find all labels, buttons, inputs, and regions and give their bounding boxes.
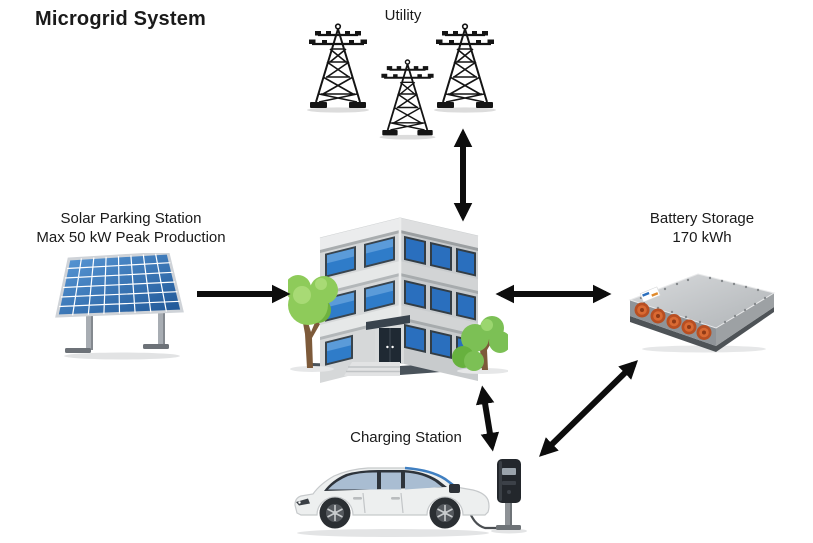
arrow-battery-charging bbox=[539, 360, 638, 457]
battery-connectors bbox=[634, 302, 712, 340]
front-wheel bbox=[319, 497, 351, 529]
tree-left bbox=[288, 275, 338, 372]
transmission-towers-icon bbox=[305, 23, 498, 141]
tower-right bbox=[432, 23, 498, 114]
battery-label-line2: 170 kWh bbox=[672, 229, 732, 246]
tower-middle bbox=[378, 58, 437, 141]
tree-right bbox=[452, 316, 508, 374]
electric-car bbox=[294, 466, 490, 529]
battery-unit-icon bbox=[628, 273, 776, 353]
battery-sticker bbox=[639, 286, 661, 303]
solar-label-line1: Solar Parking Station bbox=[60, 210, 202, 227]
charging-label: Charging Station bbox=[350, 429, 462, 446]
charger-screen bbox=[502, 468, 516, 475]
office-building-icon bbox=[288, 217, 508, 383]
solar-panel-icon bbox=[55, 253, 184, 360]
battery-label: Battery Storage 170 kWh bbox=[612, 209, 792, 247]
utility-label: Utility bbox=[384, 7, 422, 24]
charging-station-icon bbox=[294, 459, 527, 537]
solar-label: Solar Parking Station Max 50 kW Peak Pro… bbox=[16, 209, 246, 247]
charge-port bbox=[449, 484, 460, 493]
charging-post bbox=[496, 459, 521, 530]
tower-left bbox=[305, 23, 371, 114]
battery-label-line1: Battery Storage bbox=[649, 210, 755, 227]
rear-wheel bbox=[429, 497, 461, 529]
solar-label-line2: Max 50 kW Peak Production bbox=[36, 229, 226, 246]
page-title: Microgrid System bbox=[35, 8, 207, 30]
